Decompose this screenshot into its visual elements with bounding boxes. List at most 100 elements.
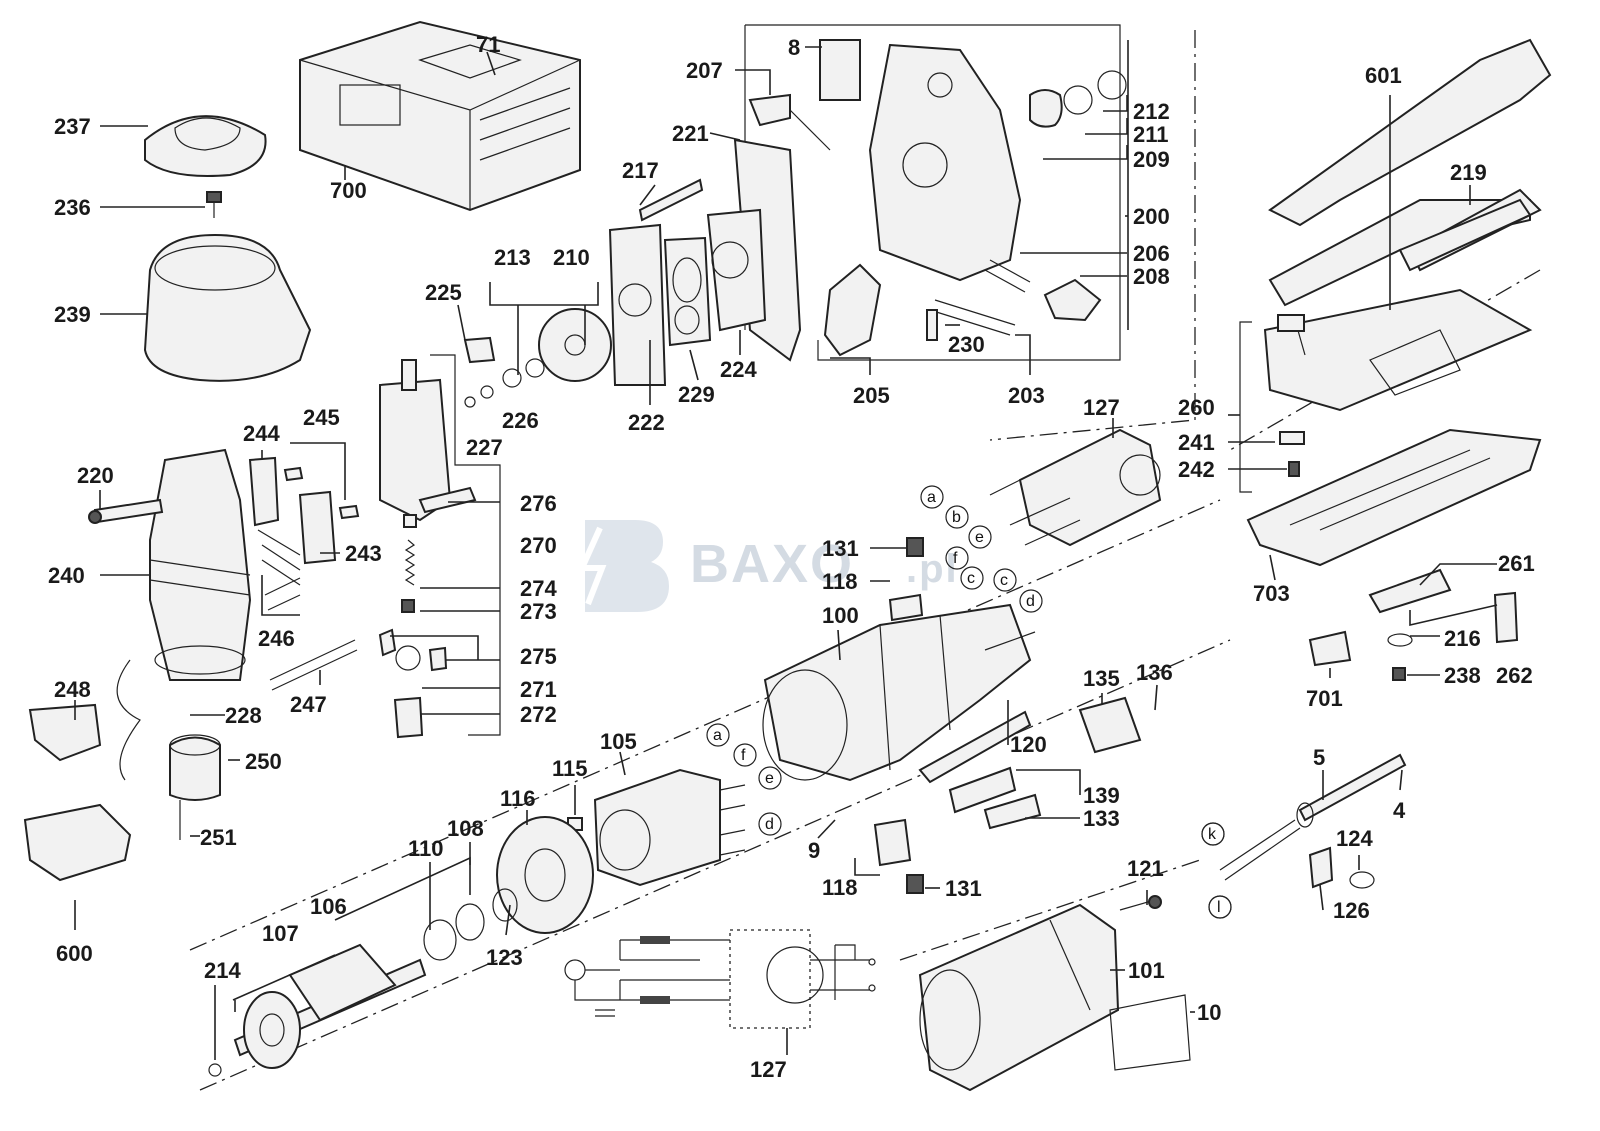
part-label: 601: [1365, 63, 1402, 88]
connector-letter: a: [927, 489, 936, 506]
part-label: 242: [1178, 457, 1215, 482]
part-label: 127: [1083, 395, 1120, 420]
part-label: 208: [1133, 264, 1170, 289]
connector-letters: a b e f c c d a f e d k l: [706, 485, 1232, 919]
part-label: 131: [822, 536, 859, 561]
switch-illustration: [989, 428, 1162, 547]
part-label: 209: [1133, 147, 1170, 172]
part-label: 214: [204, 958, 241, 983]
part-label: 220: [77, 463, 114, 488]
watermark-text: BAXO: [690, 534, 854, 594]
wiring-schematic: [564, 929, 876, 1029]
part-label: 213: [494, 245, 531, 270]
part-label: 221: [672, 121, 709, 146]
part-label: 115: [552, 756, 588, 781]
part-label: 245: [303, 405, 340, 430]
part-label: 101: [1128, 958, 1165, 983]
part-label: 207: [686, 58, 723, 83]
part-label: 131: [945, 876, 982, 901]
part-label: 703: [1253, 581, 1290, 606]
part-label: 247: [290, 692, 327, 717]
part-label: 273: [520, 599, 557, 624]
part-label: 139: [1083, 783, 1120, 808]
part-label: 5: [1313, 745, 1325, 770]
part-label: 123: [486, 945, 523, 970]
part-label: 124: [1336, 826, 1373, 851]
part-label: 228: [225, 703, 262, 728]
part-label: 600: [56, 941, 93, 966]
part-label: 251: [200, 825, 237, 850]
part-label: 106: [310, 894, 347, 919]
part-label: 127: [750, 1057, 787, 1082]
baxo-watermark: BAXO .pl: [577, 520, 957, 612]
part-label: 200: [1133, 204, 1170, 229]
part-label: 108: [447, 816, 484, 841]
part-label: 217: [622, 158, 659, 183]
part-label: 227: [466, 435, 503, 460]
part-label: 118: [822, 569, 858, 594]
part-label: 212: [1133, 99, 1170, 124]
part-label: 244: [243, 421, 280, 446]
part-label: 239: [54, 302, 91, 327]
part-label: 71: [476, 32, 500, 57]
part-label: 243: [345, 541, 382, 566]
part-label: 10: [1197, 1000, 1221, 1025]
part-label: 210: [553, 245, 590, 270]
gear-housing-illustration: [463, 24, 1127, 408]
connector-letter: f: [953, 550, 958, 567]
part-label: 136: [1136, 660, 1173, 685]
connector-letter: c: [1000, 572, 1008, 589]
part-label: 133: [1083, 806, 1120, 831]
part-label: 276: [520, 491, 557, 516]
part-label: 116: [500, 786, 536, 811]
part-label: 272: [520, 702, 557, 727]
part-label: 8: [788, 35, 800, 60]
part-label: 121: [1127, 856, 1164, 881]
part-label: 241: [1178, 430, 1215, 455]
motor-cover-illustration: [918, 895, 1191, 1092]
part-label: 216: [1444, 626, 1481, 651]
part-label: 237: [54, 114, 91, 139]
part-label: 118: [822, 875, 858, 900]
part-label: 225: [425, 280, 462, 305]
part-label: 211: [1133, 122, 1169, 147]
group-brackets: [1125, 40, 1240, 416]
connector-letter: a: [713, 727, 722, 744]
dust-shroud-illustration: [1268, 38, 1552, 272]
field-coil-illustration: [496, 768, 746, 934]
part-label: 274: [520, 576, 557, 601]
connector-letter: e: [765, 770, 774, 787]
part-label: 271: [520, 677, 557, 702]
connector-letter: e: [975, 529, 984, 546]
part-label: 236: [54, 195, 91, 220]
part-label: 110: [408, 836, 444, 861]
connector-letter: f: [741, 747, 746, 764]
part-label: 700: [330, 178, 367, 203]
armature-illustration: [208, 888, 518, 1077]
part-label: 230: [948, 332, 985, 357]
part-label: 261: [1498, 551, 1535, 576]
part-label: 9: [808, 838, 820, 863]
part-label: 120: [1010, 732, 1047, 757]
part-label: 105: [600, 729, 637, 754]
part-label: 240: [48, 563, 85, 588]
part-label: 229: [678, 382, 715, 407]
part-label: 262: [1496, 663, 1533, 688]
part-label: 275: [520, 644, 557, 669]
top-cap-illustrations: [143, 115, 312, 382]
connector-letter: c: [967, 570, 975, 587]
part-label: 250: [245, 749, 282, 774]
part-label: 107: [262, 921, 299, 946]
electronics-illustration: [918, 631, 1142, 830]
part-label: 226: [502, 408, 539, 433]
left-housing-illustration: [23, 448, 360, 882]
part-label: 126: [1333, 898, 1370, 923]
part-label: 219: [1450, 160, 1487, 185]
motor-housing-illustration: [762, 537, 1032, 894]
connector-letter: d: [1026, 593, 1035, 610]
part-label: 260: [1178, 395, 1215, 420]
part-label: 238: [1444, 663, 1481, 688]
leader-lines: [74, 46, 1498, 1060]
part-label: 246: [258, 626, 295, 651]
